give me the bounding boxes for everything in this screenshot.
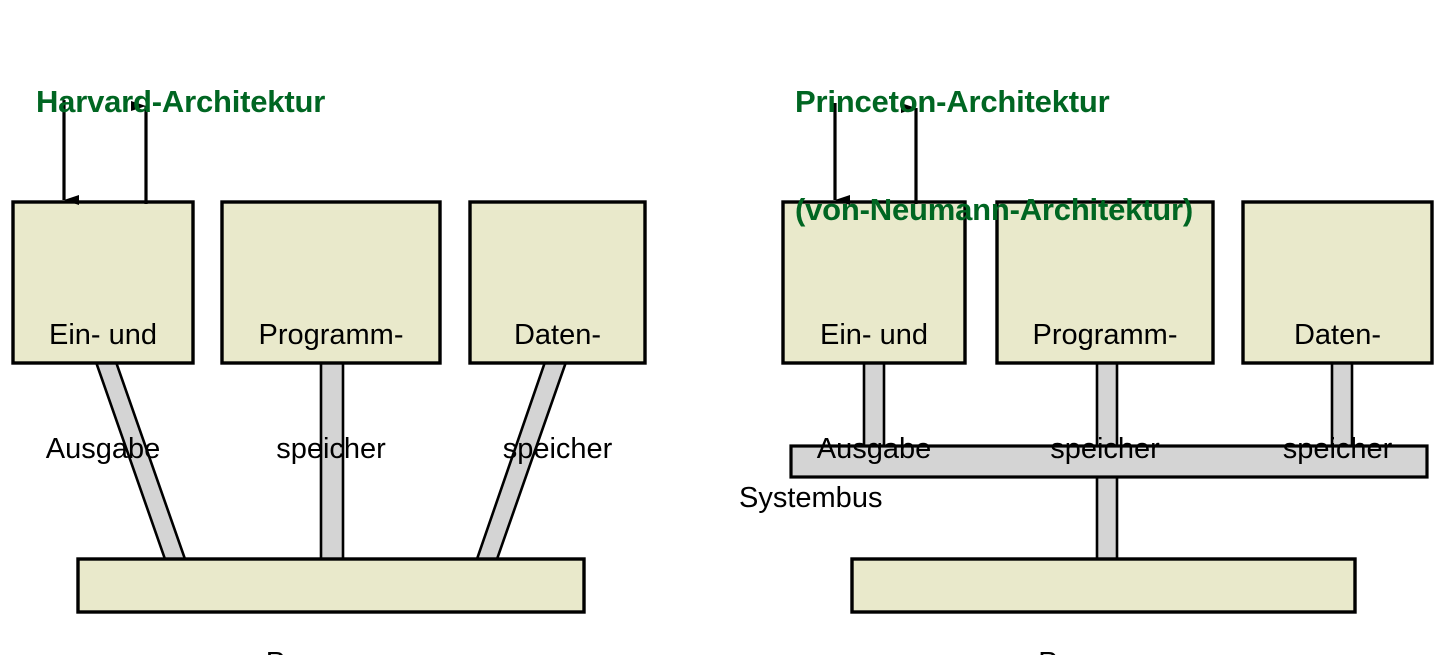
harvard-connector-program xyxy=(319,360,345,564)
harvard-connector-data xyxy=(474,360,568,564)
harvard-box-ein-und-ausgabe[interactable] xyxy=(11,200,195,365)
harvard-box-prozessor[interactable] xyxy=(76,557,586,614)
princeton-stub-data xyxy=(1330,360,1354,449)
harvard-connector-io xyxy=(94,360,188,564)
princeton-box-datenspeicher[interactable] xyxy=(1241,200,1434,365)
princeton-stub-program xyxy=(1095,360,1119,449)
princeton-title-line-1: Princeton-Architektur xyxy=(795,84,1110,119)
princeton-io-arrows xyxy=(833,103,918,205)
harvard-panel-title: Harvard-Architektur xyxy=(36,12,325,192)
princeton-box-ein-und-ausgabe[interactable] xyxy=(781,200,967,365)
princeton-box-prozessor[interactable] xyxy=(850,557,1357,614)
princeton-systembus-bar[interactable] xyxy=(789,444,1429,479)
princeton-stub-io xyxy=(862,360,886,449)
harvard-title-line-1: Harvard-Architektur xyxy=(36,84,326,119)
harvard-box-programmspeicher[interactable] xyxy=(220,200,442,365)
harvard-box-datenspeicher[interactable] xyxy=(468,200,647,365)
princeton-box-stubs xyxy=(862,360,1354,449)
princeton-box-programmspeicher[interactable] xyxy=(995,200,1215,365)
princeton-stub-prozessor xyxy=(1095,472,1119,564)
princeton-title-line-2: (von-Neumann-Architektur) xyxy=(795,192,1194,227)
harvard-connectors xyxy=(94,360,568,564)
systembus-caption: Systembus xyxy=(739,482,883,514)
princeton-boxes xyxy=(781,200,1434,365)
harvard-io-arrows xyxy=(62,100,148,205)
harvard-boxes xyxy=(11,200,647,365)
princeton-panel-title: Princeton-Architektur (von-Neumann-Archi… xyxy=(795,12,1193,300)
